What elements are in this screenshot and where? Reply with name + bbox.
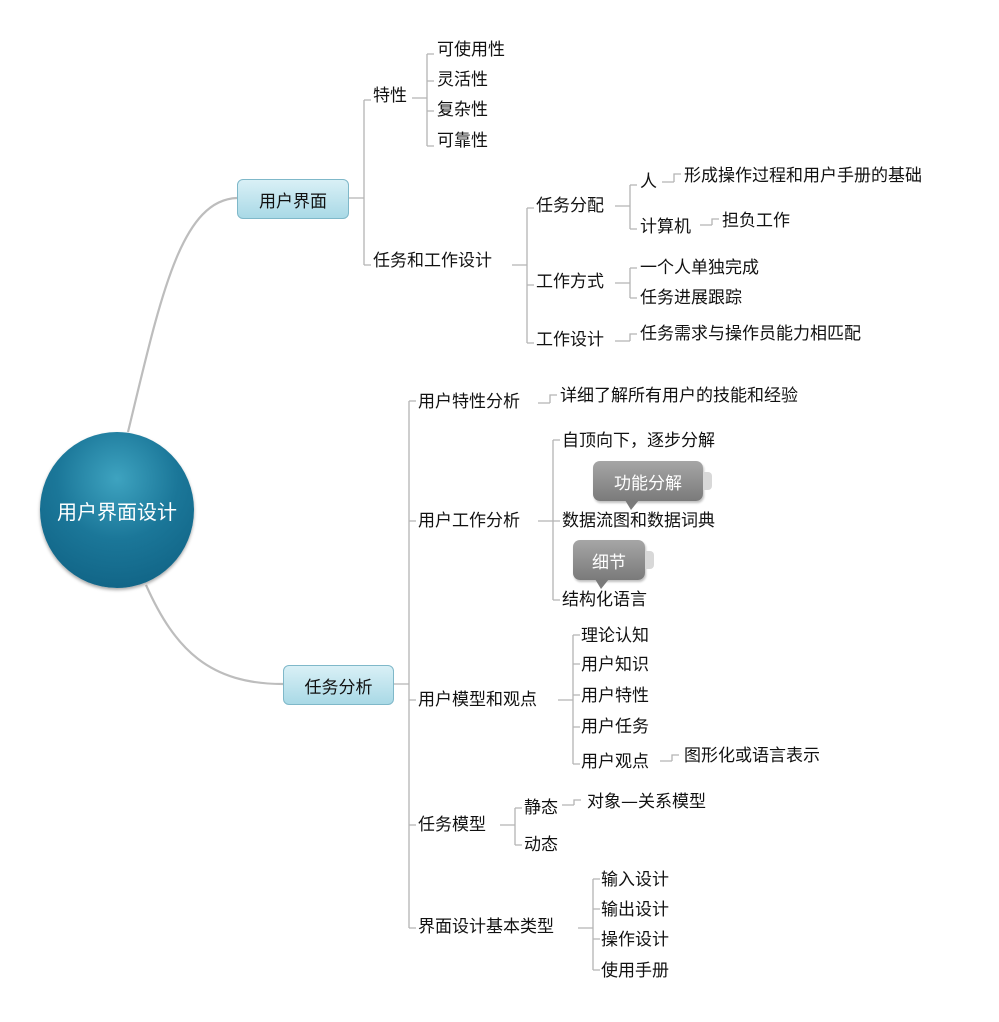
node-computer[interactable]: 计算机 <box>640 217 691 237</box>
node-user-knowledge[interactable]: 用户知识 <box>581 655 649 675</box>
callout-tail <box>625 500 639 510</box>
branch-ui[interactable]: 用户界面 <box>237 179 349 219</box>
root-label: 用户界面设计 <box>57 499 177 524</box>
node-reliability[interactable]: 可靠性 <box>437 131 488 151</box>
node-work-mode[interactable]: 工作方式 <box>536 272 604 292</box>
callout-detail[interactable]: 细节 <box>573 540 654 589</box>
node-user-model[interactable]: 用户模型和观点 <box>418 690 537 710</box>
connector-features <box>412 53 434 147</box>
node-structured-lang[interactable]: 结构化语言 <box>562 590 647 610</box>
node-input-design[interactable]: 输入设计 <box>601 870 669 890</box>
node-work-design[interactable]: 工作设计 <box>536 330 604 350</box>
node-work-tracking[interactable]: 任务进展跟踪 <box>640 288 742 308</box>
connector-root-ui <box>126 196 238 433</box>
node-work-design-note[interactable]: 任务需求与操作员能力相匹配 <box>640 324 861 344</box>
connector-ui <box>347 99 371 266</box>
branch-ui-label: 用户界面 <box>259 191 327 212</box>
callout-nub <box>645 551 654 569</box>
connector-root-task <box>144 584 284 686</box>
connector-work-mode <box>615 267 637 299</box>
node-features[interactable]: 特性 <box>373 86 407 106</box>
node-user-manual[interactable]: 使用手册 <box>601 961 669 981</box>
node-user-work[interactable]: 用户工作分析 <box>418 511 520 531</box>
node-human[interactable]: 人 <box>640 172 657 192</box>
node-ui-types[interactable]: 界面设计基本类型 <box>418 917 554 937</box>
connector-human-note <box>662 173 681 183</box>
branch-task[interactable]: 任务分析 <box>283 665 394 705</box>
callout-tail <box>595 579 609 589</box>
connector-user-model <box>558 634 580 765</box>
node-human-note[interactable]: 形成操作过程和用户手册的基础 <box>684 166 922 186</box>
node-user-traits[interactable]: 用户特性 <box>581 686 649 706</box>
callout-nub <box>703 472 712 490</box>
connector-task <box>392 400 416 929</box>
node-task-allocation[interactable]: 任务分配 <box>536 196 604 216</box>
node-work-alone[interactable]: 一个人单独完成 <box>640 258 759 278</box>
callout-detail-label: 细节 <box>592 552 626 573</box>
connector-user-features <box>538 394 557 404</box>
node-user-task[interactable]: 用户任务 <box>581 717 649 737</box>
node-task-model[interactable]: 任务模型 <box>418 815 486 835</box>
node-output-design[interactable]: 输出设计 <box>601 900 669 920</box>
callout-function-decomposition[interactable]: 功能分解 <box>593 461 712 510</box>
connector-work-design <box>615 333 637 342</box>
node-user-view[interactable]: 用户观点 <box>581 752 649 772</box>
connector-user-work <box>538 439 560 601</box>
connector-computer-note <box>700 218 719 226</box>
node-user-features-note[interactable]: 详细了解所有用户的技能和经验 <box>560 386 798 406</box>
node-computer-note[interactable]: 担负工作 <box>722 211 790 231</box>
node-dataflow[interactable]: 数据流图和数据词典 <box>562 511 715 531</box>
node-flexibility[interactable]: 灵活性 <box>437 70 488 90</box>
branch-task-label: 任务分析 <box>304 677 373 698</box>
node-top-down[interactable]: 自顶向下，逐步分解 <box>562 431 715 451</box>
node-user-features[interactable]: 用户特性分析 <box>418 392 520 412</box>
connector-task-allocation <box>615 184 637 230</box>
node-usability[interactable]: 可使用性 <box>437 40 505 60</box>
connector-task-model <box>500 807 522 846</box>
connector-task-work <box>512 207 534 344</box>
node-user-view-note[interactable]: 图形化或语言表示 <box>684 746 820 766</box>
connector-static-note <box>562 799 581 806</box>
node-dynamic[interactable]: 动态 <box>524 835 558 855</box>
connector-view-note <box>660 754 679 762</box>
connector-ui-types <box>578 878 600 971</box>
node-theory-cognition[interactable]: 理论认知 <box>581 626 649 646</box>
node-task-work[interactable]: 任务和工作设计 <box>373 251 492 271</box>
callout-function-decomposition-label: 功能分解 <box>614 473 682 494</box>
node-complexity[interactable]: 复杂性 <box>437 100 488 120</box>
node-operation-design[interactable]: 操作设计 <box>601 930 669 950</box>
node-static-note[interactable]: 对象—关系模型 <box>587 792 706 812</box>
node-static[interactable]: 静态 <box>524 798 558 818</box>
root-node[interactable]: 用户界面设计 <box>40 432 194 588</box>
